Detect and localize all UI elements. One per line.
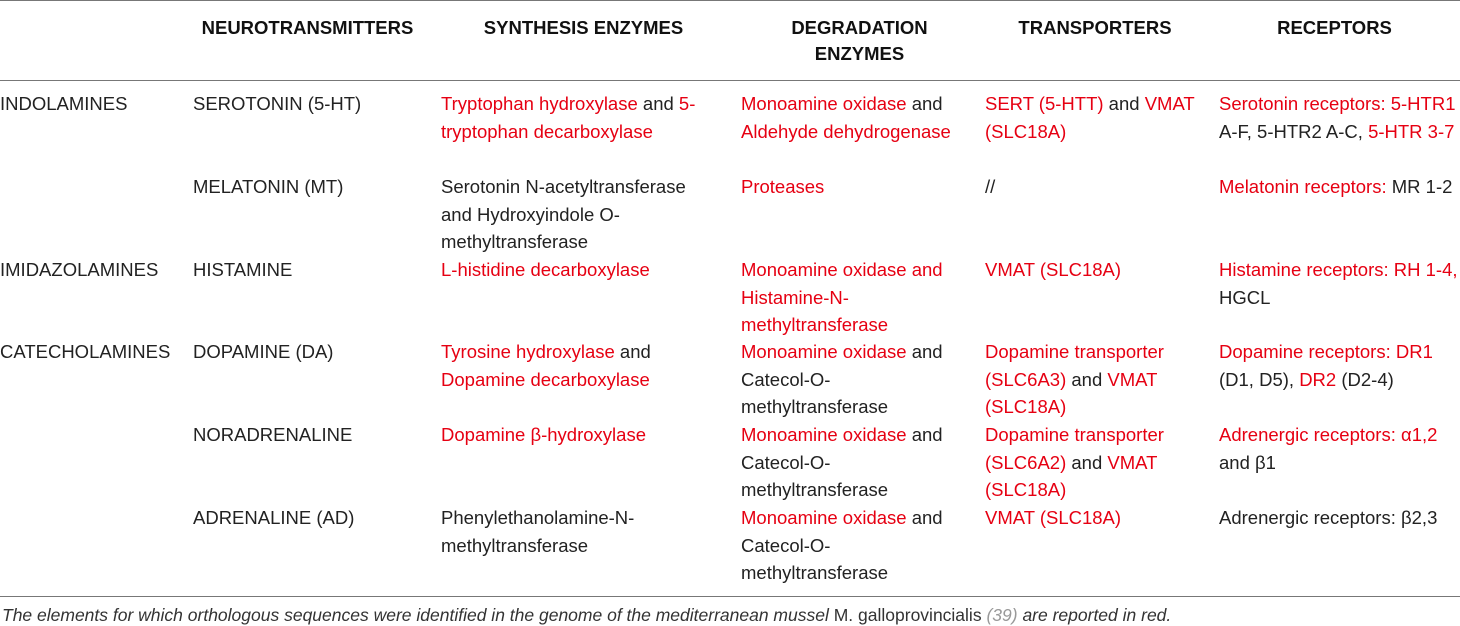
header-neurotransmitters: NEUROTRANSMITTERS — [201, 17, 414, 38]
cell-segment: VMAT (SLC18A) — [985, 259, 1122, 280]
header-rule — [0, 80, 1460, 81]
cell-segment: Proteases — [741, 176, 825, 197]
header-synthesis-enzymes: SYNTHESIS ENZYMES — [483, 17, 684, 38]
cell-nt: ADRENALINE (AD) — [193, 507, 355, 528]
cell-rec: Adrenergic receptors: β2,3 — [1219, 504, 1459, 532]
top-rule — [0, 0, 1460, 1]
cell-syn: Serotonin N-acetyltransferase and Hydrox… — [441, 173, 721, 256]
cell-syn: Tryptophan hydroxylase and 5-tryptophan … — [441, 90, 721, 145]
cell-nt: DOPAMINE (DA) — [193, 341, 334, 362]
cell-tra: Dopamine transporter (SLC6A2) and VMAT (… — [985, 421, 1213, 504]
cell-tra: VMAT (SLC18A) — [985, 256, 1213, 284]
cell-nt: NORADRENALINE — [193, 424, 353, 445]
cell-segment: and Catecol-O-methyltransferase — [741, 507, 943, 583]
cell-nt: MELATONIN (MT) — [193, 176, 344, 197]
cell-segment: VMAT (SLC18A) — [985, 93, 1195, 142]
cell-segment: 5-HTR 3-7 — [1368, 120, 1455, 142]
cell-segment: and Catecol-O-methyltransferase — [741, 341, 943, 417]
cell-rec: Adrenergic receptors: α1,2 and β1 — [1219, 421, 1459, 476]
cell-cls: IMIDAZOLAMINES — [0, 259, 159, 280]
cell-segment: Histamine receptors: RH 1-4, — [1219, 259, 1458, 280]
footnote-reference-link[interactable]: (39) — [986, 605, 1018, 625]
cell-syn: Phenylethanolamine-N-methyltransferase — [441, 504, 721, 559]
cell-segment: Dopamine β-hydroxylase — [441, 424, 646, 445]
footnote-text: The elements for which orthologous seque… — [2, 605, 834, 625]
cell-segment: Monoamine oxidase — [741, 424, 907, 445]
cell-nt: HISTAMINE — [193, 259, 293, 280]
cell-segment: Monoamine oxidase — [741, 341, 907, 362]
cell-cls: INDOLAMINES — [0, 93, 128, 114]
cell-segment: A-F, 5-HTR2 A-C, — [1219, 120, 1369, 142]
cell-segment: Dopamine transporter (SLC6A3) — [985, 341, 1164, 390]
cell-segment: Serotonin receptors: 5-HTR1 — [1219, 93, 1456, 114]
cell-segment: Aldehyde dehydrogenase — [741, 120, 951, 142]
cell-tra: SERT (5-HTT) and VMAT (SLC18A) — [985, 90, 1213, 145]
cell-segment: and — [637, 93, 679, 114]
cell-segment: Dopamine transporter (SLC6A2) — [985, 424, 1164, 473]
cell-segment: Monoamine oxidase — [741, 507, 907, 528]
cell-segment: Serotonin N-acetyltransferase and Hydrox… — [441, 176, 686, 252]
cell-segment: and — [1066, 368, 1108, 390]
cell-tra: // — [985, 173, 1213, 201]
cell-segment: Dopamine receptors: DR1 — [1219, 341, 1433, 362]
cell-segment: (D2-4) — [1336, 368, 1394, 390]
cell-segment: VMAT (SLC18A) — [985, 451, 1158, 501]
cell-deg: Monoamine oxidase and Catecol-O-methyltr… — [741, 504, 973, 587]
cell-segment: Monoamine oxidase and Histamine-N-methyl… — [741, 259, 943, 335]
cell-syn: Dopamine β-hydroxylase — [441, 421, 721, 449]
cell-segment: Phenylethanolamine-N-methyltransferase — [441, 507, 635, 556]
cell-deg: Monoamine oxidase and Catecol-O-methyltr… — [741, 338, 973, 421]
cell-segment: Monoamine oxidase — [741, 93, 907, 114]
cell-rec: Melatonin receptors: MR 1-2 — [1219, 173, 1459, 201]
table-footnote: The elements for which orthologous seque… — [2, 604, 1171, 626]
footnote-species: M. galloprovincialis — [833, 605, 982, 625]
cell-segment: and — [906, 93, 943, 114]
cell-segment: and Catecol-O-methyltransferase — [741, 424, 943, 500]
cell-nt: SEROTONIN (5-HT) — [193, 93, 362, 114]
cell-segment: VMAT (SLC18A) — [985, 368, 1158, 418]
cell-deg: Proteases — [741, 173, 973, 201]
cell-rec: Histamine receptors: RH 1-4, HGCL — [1219, 256, 1459, 311]
cell-segment: Melatonin receptors: — [1219, 176, 1387, 197]
cell-segment: (D1, D5), — [1219, 368, 1300, 390]
cell-deg: Monoamine oxidase and Histamine-N-methyl… — [741, 256, 973, 339]
header-transporters: TRANSPORTERS — [1018, 17, 1172, 38]
cell-rec: Dopamine receptors: DR1 (D1, D5), DR2 (D… — [1219, 338, 1459, 393]
cell-segment: and — [1066, 451, 1108, 473]
cell-segment: HGCL — [1219, 286, 1271, 308]
cell-segment: Tyrosine hydroxylase — [441, 341, 615, 362]
cell-segment: SERT (5-HTT) — [985, 93, 1104, 114]
cell-tra: VMAT (SLC18A) — [985, 504, 1213, 532]
cell-deg: Monoamine oxidase and Aldehyde dehydroge… — [741, 90, 973, 145]
cell-segment: and β1 — [1219, 451, 1276, 473]
cell-segment: // — [985, 176, 996, 197]
footnote-text-end: are reported in red. — [1017, 605, 1172, 625]
cell-segment: Adrenergic receptors: β2,3 — [1219, 507, 1438, 528]
cell-cls: CATECHOLAMINES — [0, 341, 171, 362]
header-degradation-enzymes: DEGRADATION ENZYMES — [791, 17, 928, 64]
cell-segment: Adrenergic receptors: α1,2 — [1219, 424, 1438, 445]
cell-segment: DR2 — [1299, 368, 1337, 390]
cell-rec: Serotonin receptors: 5-HTR1 A-F, 5-HTR2 … — [1219, 90, 1459, 145]
cell-syn: L-histidine decarboxylase — [441, 256, 721, 284]
cell-segment: 5-tryptophan decarboxylase — [441, 93, 696, 142]
cell-segment: MR 1-2 — [1386, 176, 1453, 197]
cell-segment: Dopamine decarboxylase — [441, 368, 650, 390]
header-receptors: RECEPTORS — [1277, 17, 1392, 38]
cell-syn: Tyrosine hydroxylase and Dopamine decarb… — [441, 338, 721, 393]
cell-segment: and — [1103, 93, 1145, 114]
cell-segment: and — [614, 341, 651, 362]
cell-segment: Tryptophan hydroxylase — [441, 93, 638, 114]
cell-deg: Monoamine oxidase and Catecol-O-methyltr… — [741, 421, 973, 504]
cell-segment: L-histidine decarboxylase — [441, 259, 650, 280]
cell-segment: VMAT (SLC18A) — [985, 507, 1122, 528]
bottom-rule — [0, 596, 1460, 597]
cell-tra: Dopamine transporter (SLC6A3) and VMAT (… — [985, 338, 1213, 421]
